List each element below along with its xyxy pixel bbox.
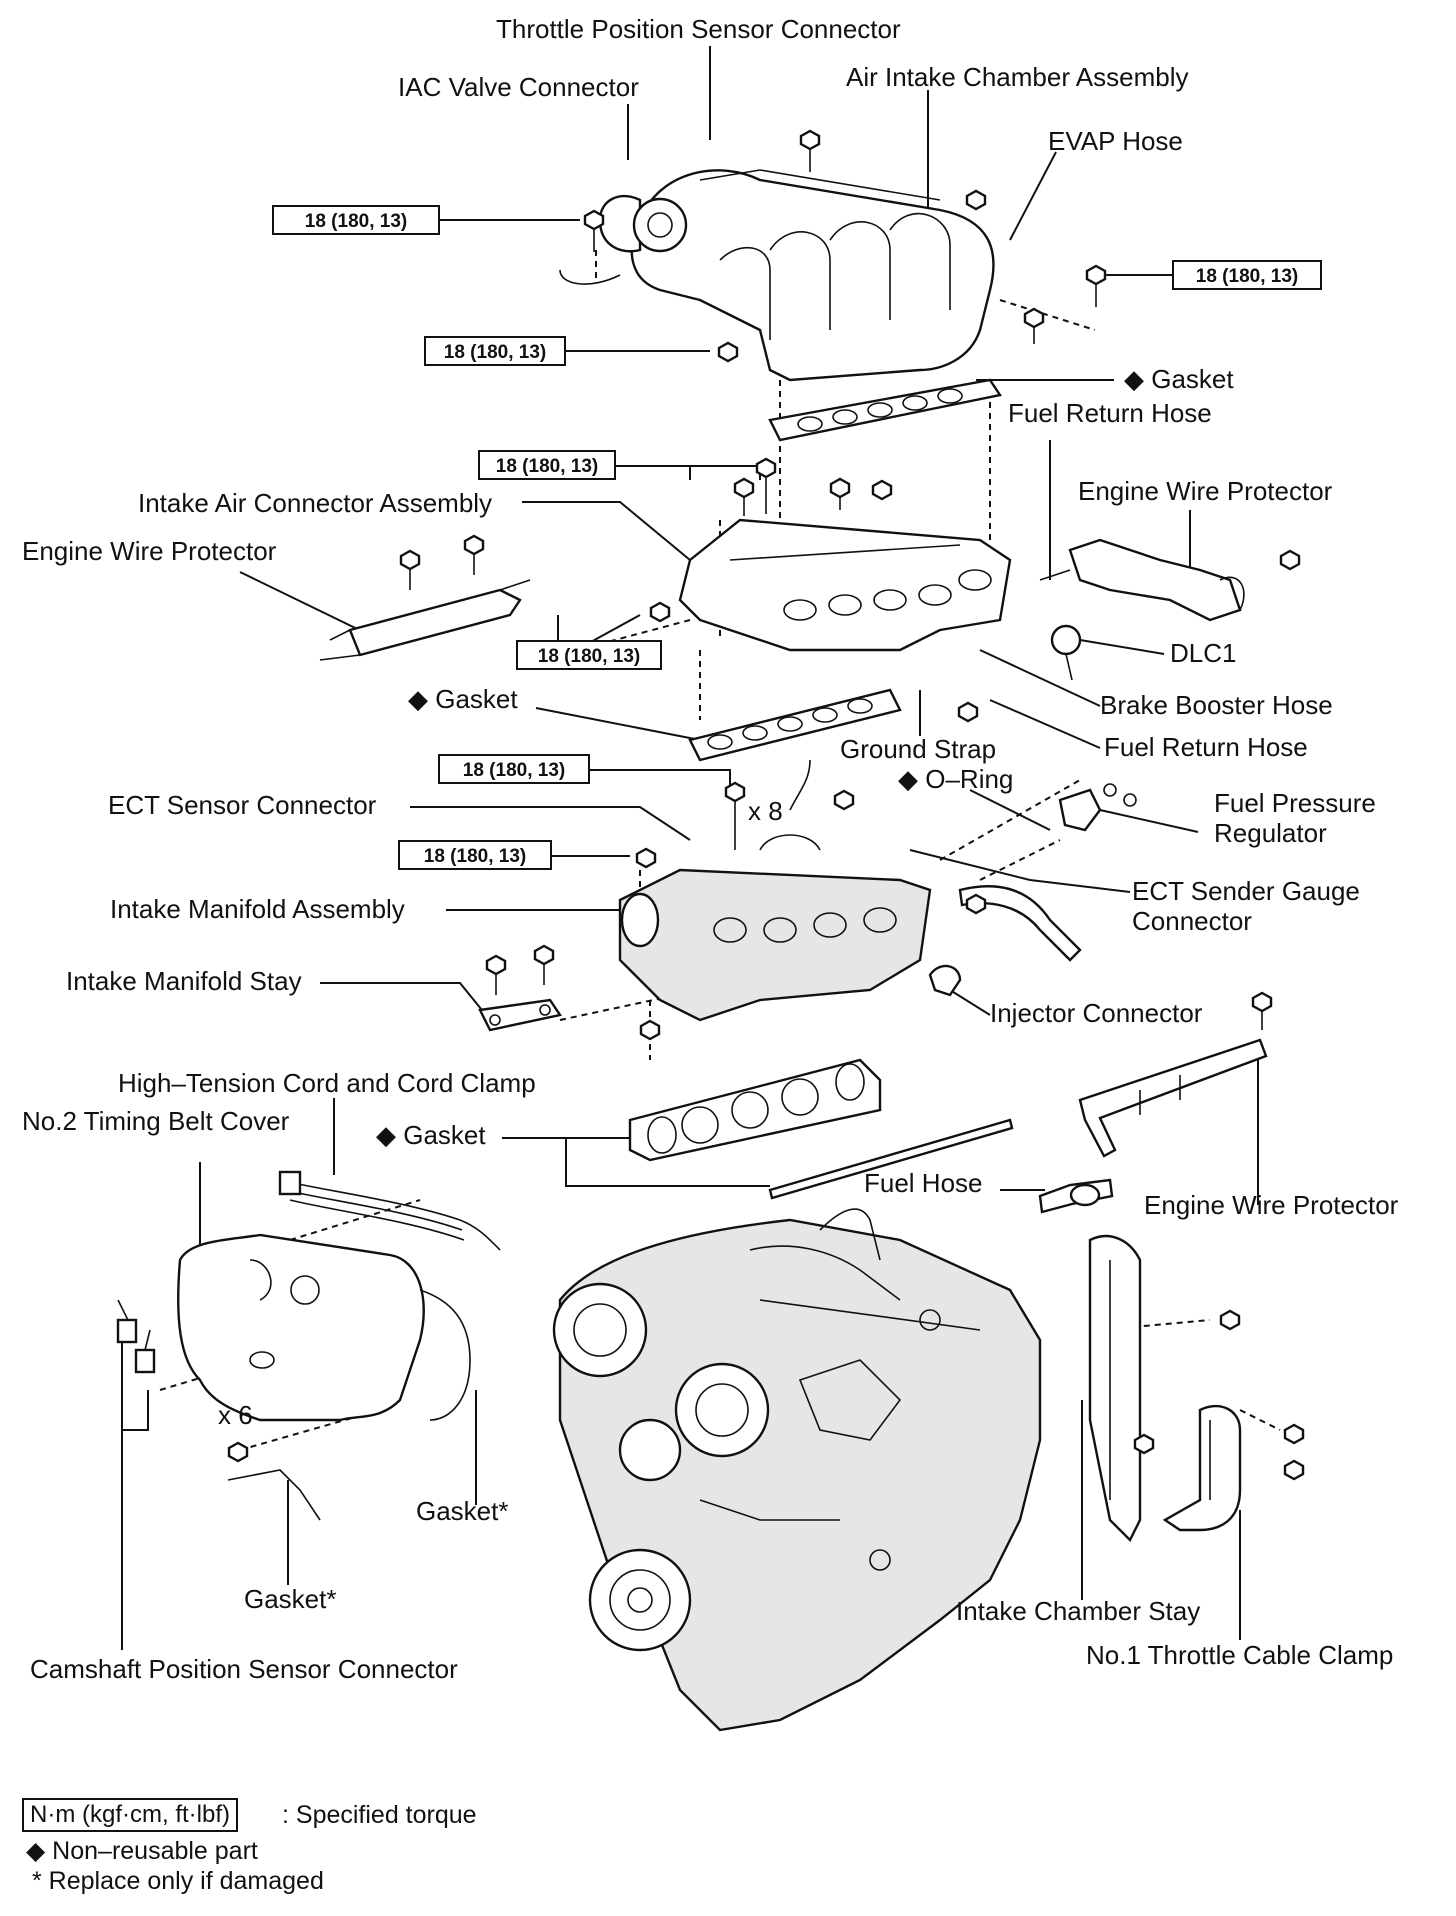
engine-wire-protector-lower-part [1078,1038,1268,1158]
gasket-mid-part [688,688,902,762]
label-engine-wire-protector-left: Engine Wire Protector [22,536,277,566]
label-gasket-lower-text: Gasket [403,1120,486,1150]
label-intake-air-connector: Intake Air Connector Assembly [138,488,493,518]
label-timing-belt-cover: No.2 Timing Belt Cover [22,1106,290,1136]
label-fuel-pressure-regulator-2: Regulator [1214,818,1327,848]
engine-block [552,1208,1042,1732]
high-tension-cord-part [278,1170,501,1251]
air-intake-chamber [559,169,995,382]
legend-unit-desc: : Specified torque [282,1801,477,1829]
label-tps-connector: Throttle Position Sensor Connector [496,14,901,44]
label-camshaft-sensor-connector: Camshaft Position Sensor Connector [30,1654,458,1684]
non-reusable-mark: ◆ [376,1120,396,1150]
label-iac-connector: IAC Valve Connector [398,72,639,102]
label-gasket-star-1: Gasket* [416,1496,509,1526]
torque-spec-5: 18 (180, 13) [516,640,662,670]
label-fuel-pressure-regulator-1: Fuel Pressure [1214,788,1376,818]
throttle-cable-clamp-part [1162,1404,1242,1532]
torque-spec-7: 18 (180, 13) [398,840,552,870]
label-gasket-top-text: Gasket [1151,364,1234,394]
label-evap-hose: EVAP Hose [1048,126,1183,156]
non-reusable-mark: ◆ [1124,364,1144,394]
torque-spec-6: 18 (180, 13) [438,754,590,784]
dlc1-part [1050,624,1082,681]
label-intake-manifold-stay: Intake Manifold Stay [66,966,302,996]
label-intake-chamber-stay: Intake Chamber Stay [956,1596,1201,1626]
label-gasket-lower: ◆ Gasket [376,1120,486,1150]
gasket-star-parts [227,1469,321,1521]
torque-spec-1: 18 (180, 13) [272,205,440,235]
label-gasket-mid-text: Gasket [435,684,518,714]
label-injector-connector: Injector Connector [990,998,1203,1028]
camshaft-sensor-connector-part [116,1299,156,1374]
non-reusable-mark: ◆ [408,684,428,714]
label-high-tension-cord: High–Tension Cord and Cord Clamp [118,1068,536,1098]
label-fuel-return-hose-top: Fuel Return Hose [1008,398,1212,428]
label-engine-wire-protector-right: Engine Wire Protector [1078,476,1333,506]
label-fuel-hose: Fuel Hose [864,1168,983,1198]
label-brake-booster-hose: Brake Booster Hose [1100,690,1333,720]
legend-replace-if-damaged: * Replace only if damaged [32,1867,324,1895]
timing-belt-cover-part [177,1233,471,1422]
label-times-8: x 8 [748,796,783,826]
gasket-top-part [768,378,1002,442]
label-dlc1: DLC1 [1170,638,1237,668]
legend-non-reusable: ◆ Non–reusable part [26,1837,258,1865]
legend-unit-box: N·m (kgf·cm, ft·lbf) [22,1798,238,1832]
label-fuel-return-hose-mid: Fuel Return Hose [1104,732,1308,762]
fuel-hose-part [1038,1178,1114,1214]
intake-manifold-stay-part [478,998,562,1032]
label-gasket-top: ◆ Gasket [1124,364,1234,394]
intake-chamber-stay-part [1088,1234,1142,1543]
torque-spec-4: 18 (180, 13) [478,450,616,480]
label-o-ring-text: O–Ring [925,764,1014,794]
label-throttle-cable-clamp: No.1 Throttle Cable Clamp [1086,1640,1394,1670]
label-o-ring: ◆ O–Ring [898,764,1013,794]
label-engine-wire-protector-lower: Engine Wire Protector [1144,1190,1399,1220]
non-reusable-mark: ◆ [898,764,918,794]
fuel-pressure-regulator-part [1058,783,1137,832]
label-times-6: x 6 [218,1400,253,1430]
torque-spec-2: 18 (180, 13) [1172,260,1322,290]
torque-spec-3: 18 (180, 13) [424,336,566,366]
engine-wire-protector-left-part [319,579,531,661]
engine-wire-protector-right-part [1039,538,1245,622]
label-ground-strap: Ground Strap [840,734,997,764]
label-ect-sender-2: Connector [1132,906,1252,936]
label-ect-sender-1: ECT Sender Gauge [1132,876,1360,906]
gasket-lower-part [628,1058,1014,1200]
label-ect-sensor-connector: ECT Sensor Connector [108,790,377,820]
intake-manifold-assembly [618,759,932,1022]
intake-air-connector [678,518,1012,652]
injector-connector-part [928,964,962,997]
bolts [227,129,1305,1481]
label-gasket-star-2: Gasket* [244,1584,337,1614]
label-gasket-mid: ◆ Gasket [408,684,518,714]
label-intake-manifold-assembly: Intake Manifold Assembly [110,894,405,924]
label-air-intake-chamber: Air Intake Chamber Assembly [846,62,1189,92]
